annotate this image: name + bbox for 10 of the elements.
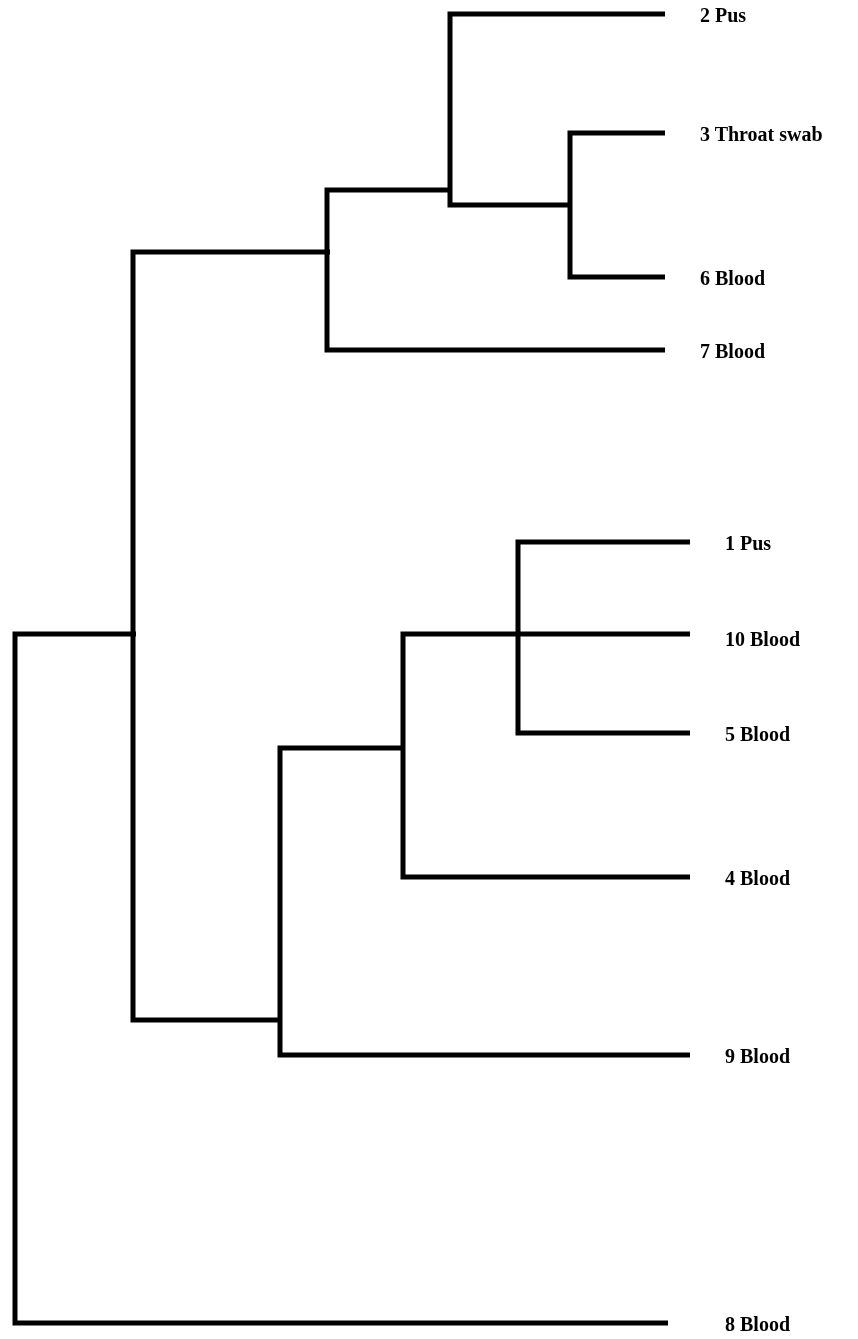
leaf-label: 5 Blood	[725, 723, 791, 745]
leaf-label: 9 Blood	[725, 1045, 791, 1067]
leaf-label: 7 Blood	[700, 340, 766, 362]
leaf-label: 4 Blood	[725, 867, 791, 889]
leaf-label: 6 Blood	[700, 267, 766, 289]
leaf-label: 8 Blood	[725, 1313, 791, 1335]
leaf-label: 2 Pus	[700, 4, 747, 26]
leaf-label: 1 Pus	[725, 532, 772, 554]
leaf-label: 10 Blood	[725, 628, 801, 650]
leaf-label: 3 Throat swab	[700, 123, 823, 145]
